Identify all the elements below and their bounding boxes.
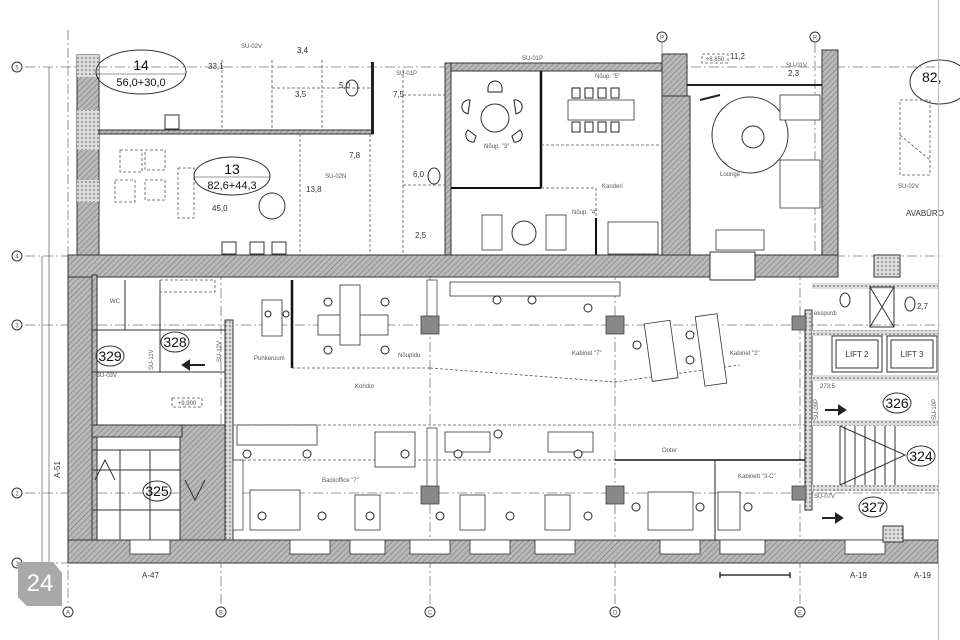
room-area: 33,1 <box>208 62 224 71</box>
apartment-13-tag <box>193 156 271 196</box>
room-name: Kabinet "7" <box>572 351 602 357</box>
grid-col-r: R <box>813 36 818 42</box>
room-area: 2,5 <box>415 231 427 240</box>
grid-col-d: D <box>613 611 618 617</box>
room-name: Ooter <box>662 448 677 454</box>
room-name: Nõup. "5" <box>595 74 620 80</box>
room-name: WC <box>110 299 121 305</box>
room-name: Nõup. "3" <box>484 144 509 150</box>
stair-core-right: 2,7 LIFT 2 LIFT 3 273,5 326 324 327 SU-0… <box>149 286 938 543</box>
code-label: SU-01P <box>522 56 543 62</box>
code-label: SU-09P <box>814 399 820 420</box>
unit-324: 324 <box>909 448 933 464</box>
room-area: 11,2 <box>730 52 746 61</box>
code-label: SU-02V <box>241 44 262 50</box>
grid-row-5: 5 <box>15 66 19 72</box>
room-name: Kabinett "3-C" <box>738 474 776 480</box>
room-name: Nõupidu <box>398 353 420 359</box>
exit-arrow-icon <box>825 404 847 416</box>
code-label: SU-10P <box>932 399 938 420</box>
wc-area: 2,7 <box>917 302 929 311</box>
stair-mark: 273,5 <box>820 384 836 390</box>
apartment-13-number: 13 <box>224 161 240 177</box>
room-name: ekspordi <box>814 311 837 317</box>
code-label: SU-02N <box>325 174 346 180</box>
scale-bar <box>719 572 791 578</box>
grid-row-3: 3 <box>15 324 19 330</box>
structural-walls <box>67 251 939 564</box>
code-label: SU-12V <box>217 341 223 362</box>
unit-327: 327 <box>861 499 885 515</box>
section-marks: A-51 A-47 A-19 A-19 <box>53 461 931 580</box>
code-label: SU-11V <box>149 349 155 370</box>
section-mark-a19: A-19 <box>914 571 931 580</box>
room-area: 7,5 <box>393 90 405 99</box>
code-label: SU-03V <box>96 373 117 379</box>
unit-325: 325 <box>145 483 169 499</box>
stair-core-left: +9,900 SU-03V 329 328 325 <box>92 279 225 540</box>
room-name: Kabinet "2" <box>730 351 760 357</box>
room-area: 5,0 <box>339 81 351 90</box>
apartment-14-number: 14 <box>133 57 149 73</box>
room-name: Kanderi <box>602 184 623 190</box>
level-mark: +8,850 <box>706 57 725 63</box>
room-area: 3,5 <box>295 90 307 99</box>
grid-col-b: B <box>219 611 223 617</box>
room-name: Nõup. "4" <box>572 210 597 216</box>
code-label: SU-07V <box>814 494 835 500</box>
apartment-82-partial: 82, <box>922 69 941 85</box>
room-area: 6,0 <box>413 170 425 179</box>
exit-arrow-icon <box>181 359 205 371</box>
section-mark-a51: A-51 <box>53 461 62 478</box>
apartment-14-tag <box>95 49 187 95</box>
grid-col-e: E <box>798 611 802 617</box>
upper-floor-apartments: 14 56,0+30,0 13 82,6+44,3 33,1 3,4 3,5 5… <box>76 44 960 256</box>
room-area: 2,3 <box>788 69 800 78</box>
grid-col-p: P <box>660 36 664 42</box>
grid-row-1: 1 <box>15 562 19 568</box>
page-edge <box>938 0 939 640</box>
apartment-14-area: 56,0+30,0 <box>116 77 165 89</box>
unit-326: 326 <box>885 395 909 411</box>
room-name: Lounge <box>720 172 741 178</box>
unit-328: 328 <box>163 334 187 350</box>
code-label: SU-01P <box>396 71 417 77</box>
room-name: Puhkeruum <box>254 356 285 362</box>
room-area: 45,0 <box>212 204 228 213</box>
code-label: SU-02V <box>898 184 919 190</box>
grid-col-c: C <box>428 611 433 617</box>
lift-3: LIFT 3 <box>901 350 925 359</box>
grid-row-markers: 5 4 3 2 1 <box>11 61 23 569</box>
lift-2: LIFT 2 <box>846 350 870 359</box>
section-mark-a19: A-19 <box>850 571 867 580</box>
room-name: Backoffice "7" <box>322 478 359 484</box>
room-area: 7,8 <box>349 151 361 160</box>
grid-col-a: A <box>66 611 70 617</box>
grid-column-markers: A B C D E P R <box>62 31 821 618</box>
grid-row-4: 4 <box>15 255 19 261</box>
apartment-13-area: 82,6+44,3 <box>207 180 256 192</box>
room-name: Koridor <box>355 384 374 390</box>
grid-row-2: 2 <box>15 492 19 498</box>
office-furniture: Puhkeruum Nõupidu Koridor Kabinet "7" Ka… <box>110 280 837 540</box>
exit-arrow-icon <box>822 512 844 524</box>
upper-office-block: Nõup. "3" Nõup. "5" Nõup. "4" Kanderi Lo… <box>444 49 839 257</box>
code-label: SU-01V <box>786 63 807 69</box>
room-area: 3,4 <box>297 46 309 55</box>
page-number-badge: 24 <box>18 562 62 606</box>
room-area: 13,8 <box>306 185 322 194</box>
section-mark-a47: A-47 <box>142 571 159 580</box>
avaburo-label: AVABÜRO <box>906 209 944 218</box>
level-mark: +9,900 <box>178 401 197 407</box>
unit-329: 329 <box>98 348 122 364</box>
